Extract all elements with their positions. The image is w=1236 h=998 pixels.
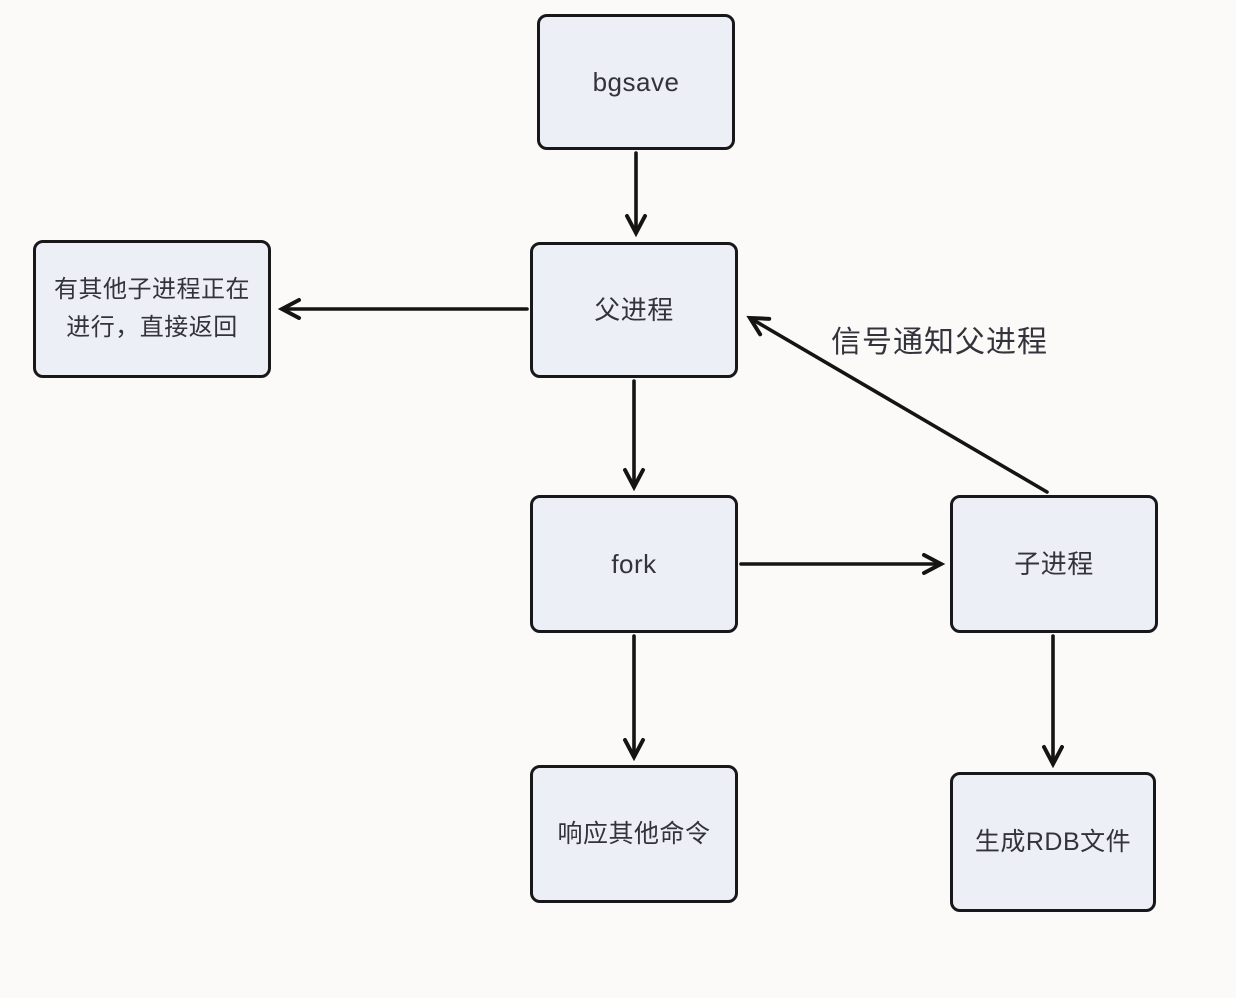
node-fork-label: fork bbox=[611, 549, 657, 579]
node-bgsave: bgsave bbox=[537, 14, 735, 150]
node-child-process-label: 子进程 bbox=[1014, 549, 1094, 579]
node-early-return-line2: 进行，直接返回 bbox=[66, 314, 238, 341]
edge-label-signal-notify: 信号通知父进程 bbox=[831, 326, 1048, 359]
node-generate-rdb-label: 生成RDB文件 bbox=[974, 828, 1132, 856]
node-respond-commands: 响应其他命令 bbox=[530, 765, 738, 903]
node-generate-rdb: 生成RDB文件 bbox=[950, 772, 1156, 912]
node-early-return: 有其他子进程正在 进行，直接返回 bbox=[33, 240, 271, 378]
node-parent-process: 父进程 bbox=[530, 242, 738, 378]
node-child-process: 子进程 bbox=[950, 495, 1158, 633]
node-parent-process-label: 父进程 bbox=[594, 295, 674, 325]
node-bgsave-label: bgsave bbox=[592, 67, 680, 97]
node-respond-commands-label: 响应其他命令 bbox=[557, 820, 711, 848]
node-early-return-line1: 有其他子进程正在 bbox=[54, 276, 250, 303]
node-fork: fork bbox=[530, 495, 738, 633]
